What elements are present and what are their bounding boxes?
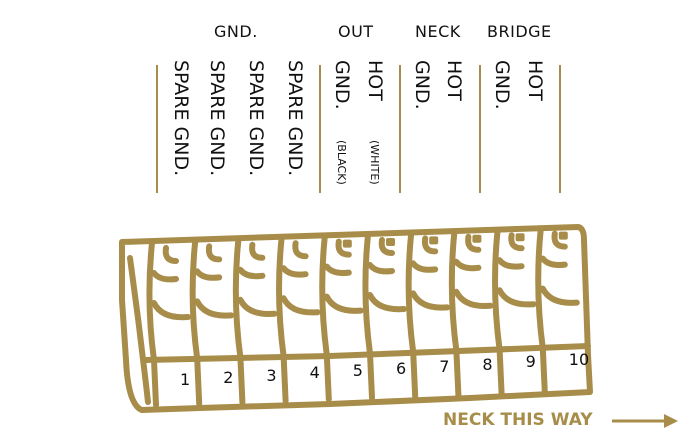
terminal-clamp <box>323 263 352 276</box>
block-outline <box>119 224 593 413</box>
divider <box>399 65 401 193</box>
block-side-edge <box>127 255 151 405</box>
terminal-clamp <box>410 260 439 273</box>
terminal-clamp <box>410 290 451 311</box>
slot-divider <box>146 240 159 408</box>
terminal-clamp <box>496 257 525 270</box>
terminal-hook <box>205 243 223 263</box>
column-label: SPARE GND. <box>284 60 306 177</box>
wire-color-white: (WHITE) <box>368 140 381 185</box>
terminal-number: 4 <box>309 363 320 383</box>
slot-divider <box>535 225 548 396</box>
divider <box>156 65 158 193</box>
terminal-number: 3 <box>266 365 277 385</box>
terminal-clamp <box>151 270 179 283</box>
terminal-hook <box>465 233 482 253</box>
terminal-hook <box>162 245 179 264</box>
terminal-number: 9 <box>525 352 536 372</box>
column-label: SPARE GND. <box>170 60 192 177</box>
column-label: HOT <box>524 60 546 101</box>
terminal-clamp <box>453 288 494 310</box>
divider <box>479 65 481 193</box>
slot-divider <box>232 236 246 406</box>
terminal-clamp <box>496 287 537 308</box>
column-label: HOT <box>443 60 465 101</box>
terminal-clamp <box>453 258 482 272</box>
screw-head <box>558 231 568 240</box>
terminal-clamp <box>151 300 191 321</box>
wire-color-black: (BLACK) <box>335 140 348 185</box>
terminal-clamp <box>280 265 309 278</box>
terminal-clamp <box>367 292 407 313</box>
screw-head <box>472 234 482 243</box>
terminal-clamp <box>237 266 266 280</box>
screw-head <box>515 233 525 242</box>
divider <box>319 65 321 193</box>
slot-divider <box>189 238 203 407</box>
divider <box>559 65 561 193</box>
terminal-hook <box>378 237 395 256</box>
screw-head <box>342 239 352 248</box>
header-neck: NECK <box>415 22 461 41</box>
column-label: SPARE GND. <box>206 60 228 177</box>
terminal-clamp <box>323 293 364 314</box>
slot-divider <box>319 233 332 403</box>
column-label: SPARE GND. <box>245 60 267 177</box>
terminal-hook <box>335 238 352 258</box>
terminal-clamp <box>194 268 223 281</box>
terminal-clamp <box>539 255 568 268</box>
terminal-number: 10 <box>568 350 590 370</box>
terminal-number: 5 <box>352 361 363 381</box>
terminal-clamp <box>280 295 321 316</box>
terminal-number: 2 <box>223 367 234 387</box>
terminal-hook <box>508 232 525 252</box>
column-label: GND. <box>491 60 513 110</box>
terminal-number: 6 <box>396 359 407 378</box>
neck-direction-label: NECK THIS WAY <box>443 410 593 430</box>
terminal-number: 7 <box>439 356 450 376</box>
terminal-clamp <box>539 285 580 306</box>
header-out: OUT <box>338 22 374 41</box>
column-label: GND. <box>331 60 353 110</box>
terminal-clamp <box>367 262 395 275</box>
terminal-number: 8 <box>482 354 493 374</box>
column-label: HOT <box>364 60 386 101</box>
slot-divider <box>276 235 289 404</box>
header-bridge: BRIDGE <box>487 22 552 41</box>
slot-divider <box>362 232 375 401</box>
terminal-hook <box>292 240 309 260</box>
slot-divider <box>405 230 419 400</box>
screw-head <box>386 238 395 246</box>
arrow-right-icon <box>664 414 678 428</box>
terminal-hook <box>249 241 266 261</box>
terminal-number: 1 <box>180 370 191 389</box>
terminal-clamp <box>237 296 278 318</box>
header-gnd: GND. <box>214 22 258 41</box>
terminal-clamp <box>194 298 235 319</box>
column-label: GND. <box>411 60 433 110</box>
screw-head <box>429 236 439 245</box>
slot-divider <box>492 227 505 397</box>
terminal-hook <box>551 230 568 250</box>
terminal-hook <box>421 235 439 255</box>
slot-divider <box>448 228 462 399</box>
